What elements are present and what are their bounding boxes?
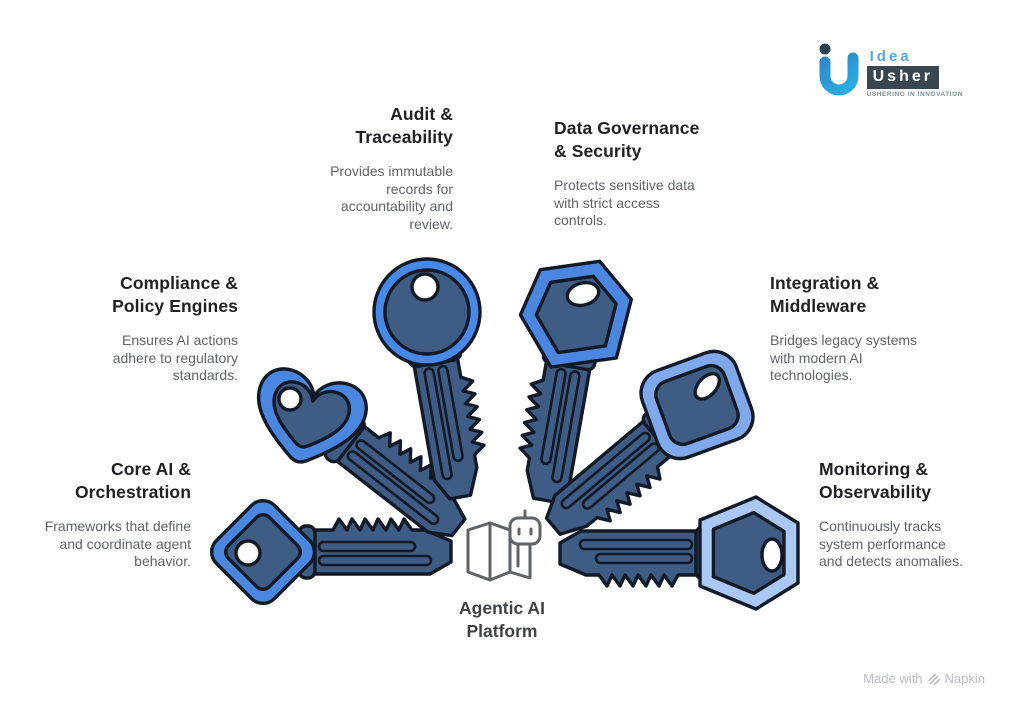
section-title: Audit &Traceability [355,104,453,147]
data-governance-key-icon [510,255,641,507]
logo-tagline: USHERING IN INNOVATION [866,91,963,98]
compliance-key-icon [243,361,481,550]
map-robot-icon [466,509,542,582]
section-audit-traceability: Audit &Traceability Provides immutable r… [223,103,453,233]
logo-brand-bottom: Usher [866,66,939,89]
section-data-governance-security: Data Governance& Security Protects sensi… [554,117,784,230]
section-description: Ensures AI actions adhere to regulatory … [112,332,238,383]
section-description: Bridges legacy systems with modern AI te… [770,332,918,383]
section-compliance-policy-engines: Compliance &Policy Engines Ensures AI ac… [8,272,238,385]
section-integration-middleware: Integration &Middleware Bridges legacy s… [770,272,1000,385]
audit-key-icon [374,259,494,504]
section-title: Integration &Middleware [770,273,880,316]
integration-key-icon [534,345,759,553]
section-description: Frameworks that define and coordinate ag… [44,518,191,569]
section-description: Continuously tracks system performance a… [819,518,963,569]
section-title: Compliance &Policy Engines [112,273,238,316]
made-with-text: Made with [863,671,923,686]
idea-usher-logo-mark [819,43,859,96]
napkin-brand-text: Napkin [944,671,985,686]
section-monitoring-observability: Monitoring &Observability Continuously t… [819,458,1009,571]
idea-usher-logo: Idea Usher USHERING IN INNOVATION [817,40,963,98]
logo-brand-top: Idea [869,48,912,65]
section-core-ai-orchestration: Core AI &Orchestration Frameworks that d… [0,458,191,571]
napkin-icon [927,673,940,685]
core-ai-key-icon [205,494,453,610]
made-with-napkin: Made with Napkin [863,671,985,686]
section-title: Data Governance& Security [554,118,700,161]
monitoring-key-icon [558,495,800,611]
section-description: Provides immutable records for accountab… [330,163,453,232]
section-description: Protects sensitive data with strict acce… [554,177,695,228]
section-title: Core AI &Orchestration [74,459,191,502]
section-title: Monitoring &Observability [819,459,932,502]
